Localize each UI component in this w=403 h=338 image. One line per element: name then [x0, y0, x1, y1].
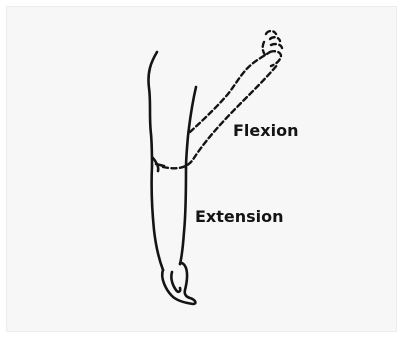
flexed-forearm	[163, 31, 282, 168]
elbow-crease	[153, 158, 164, 171]
hand-outline	[162, 263, 195, 304]
extension-label: Extension	[195, 209, 284, 225]
upper-arm-left-outline	[148, 52, 157, 166]
flexed-hand-outline	[266, 31, 282, 66]
forearm-left-outline	[152, 166, 163, 270]
flexed-thumb-outline	[263, 42, 266, 56]
flexed-forearm-upper-outline	[190, 52, 270, 132]
forearm-right-outline	[180, 168, 186, 264]
thumb-outline	[171, 272, 180, 292]
extended-arm	[148, 52, 196, 304]
flexion-label: Flexion	[233, 123, 298, 139]
flexed-forearm-lower-outline	[163, 64, 278, 168]
